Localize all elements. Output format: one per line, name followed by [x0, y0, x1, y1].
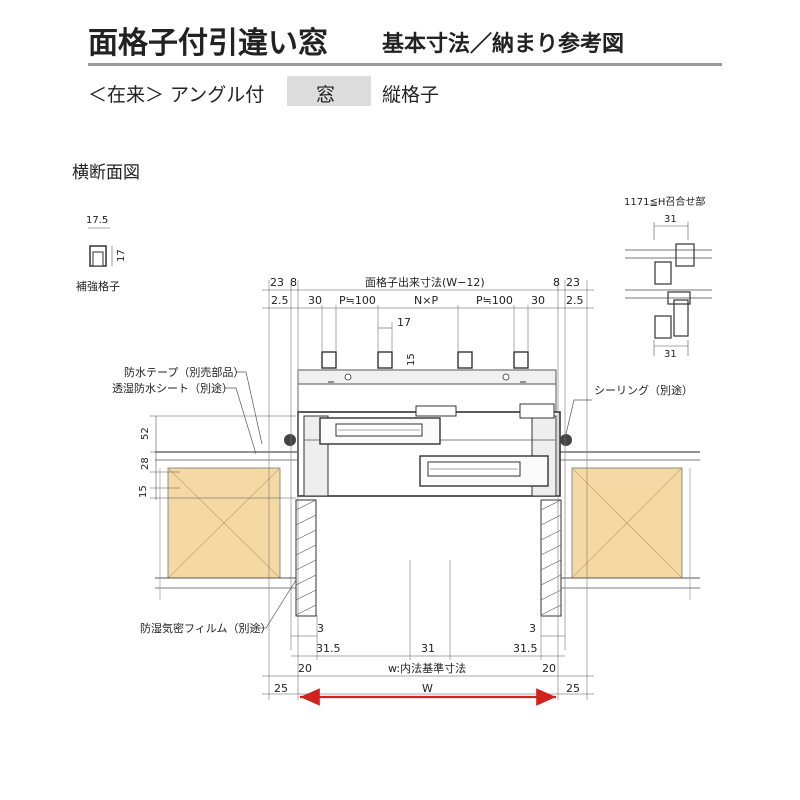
dim-8-left: 8 — [290, 276, 297, 289]
callout-leaders — [224, 371, 592, 629]
grille-bar — [377, 351, 393, 369]
left-vertical-dims — [150, 415, 296, 500]
dim-pitch-left: P≒100 — [339, 294, 376, 307]
meeting-bottom-dim: 31 — [664, 349, 677, 360]
grille-bar — [457, 351, 473, 369]
dim-30-right: 30 — [531, 294, 545, 307]
dim-20-left: 20 — [298, 662, 312, 675]
dim-8-right: 8 — [553, 276, 560, 289]
spec-grille: 縦格子 — [382, 84, 440, 106]
dim-52: 52 — [140, 427, 151, 440]
dim-bar-15: 15 — [406, 353, 417, 366]
spec-type-badge — [287, 76, 371, 106]
dim-20-right: 20 — [542, 662, 556, 675]
reinforcement-label: 補強格子 — [76, 279, 120, 293]
dim-25-left: 25 — [274, 682, 288, 695]
spec-type: 窓 — [316, 84, 336, 106]
meeting-section-detail: 1171≦H召合せ部 31 31 — [624, 195, 712, 360]
sealant-left — [284, 434, 296, 446]
page-subtitle: 基本寸法／納まり参考図 — [382, 32, 625, 57]
grille — [297, 351, 557, 412]
section-title: 横断面図 — [72, 163, 140, 183]
grille-bar — [513, 351, 529, 369]
dim-grille-overall: 面格子出来寸法(W−12) — [365, 275, 485, 289]
top-dimension-lines — [262, 289, 594, 329]
reinforcement-height-label: 17 — [116, 249, 127, 262]
reinforcement-detail: 17.5 17 補強格子 — [76, 215, 127, 293]
spec-category: ＜在来＞ アングル付 — [88, 84, 265, 106]
meeting-top-dim: 31 — [664, 214, 677, 225]
dim-pitch-right: P≒100 — [476, 294, 513, 307]
dim-30-left: 30 — [308, 294, 322, 307]
page-title: 面格子付引違い窓 — [88, 26, 328, 61]
interior-finish — [295, 499, 562, 617]
sealant-right — [560, 434, 572, 446]
dim-31-5-left: 31.5 — [316, 642, 341, 655]
dim-25-right: 25 — [566, 682, 580, 695]
dim-w: W — [422, 682, 433, 695]
inner-sash — [415, 403, 555, 487]
callout-sealing: シーリング（別途） — [594, 383, 693, 397]
wall-left — [155, 451, 300, 600]
meeting-detail-label: 1171≦H召合せ部 — [624, 195, 705, 208]
dim-2-5-left: 2.5 — [271, 294, 289, 307]
dim-31-5-right: 31.5 — [513, 642, 538, 655]
callout-breathable-sheet: 透湿防水シート（別途） — [112, 381, 233, 395]
dim-28: 28 — [140, 457, 151, 470]
dim-3-left: 3 — [317, 622, 324, 635]
reinforcement-width-label: 17.5 — [86, 215, 108, 226]
dim-n-times-p: N×P — [414, 294, 438, 307]
dim-31-center: 31 — [421, 642, 435, 655]
title-divider — [88, 63, 722, 66]
dim-23-right: 23 — [566, 276, 580, 289]
wall-right — [555, 451, 700, 600]
dim-15: 15 — [138, 485, 149, 498]
dim-2-5-right: 2.5 — [566, 294, 584, 307]
callout-waterproof-tape: 防水テープ（別売部品） — [124, 365, 244, 379]
outer-sash — [319, 417, 441, 445]
grille-bar — [321, 351, 337, 369]
dim-3-right: 3 — [529, 622, 536, 635]
dim-23-left: 23 — [270, 276, 284, 289]
callout-vapor-film: 防湿気密フィルム（別途） — [140, 621, 272, 635]
dim-bar-17: 17 — [397, 316, 411, 329]
dim-inner-standard: w:内法基準寸法 — [388, 661, 466, 675]
